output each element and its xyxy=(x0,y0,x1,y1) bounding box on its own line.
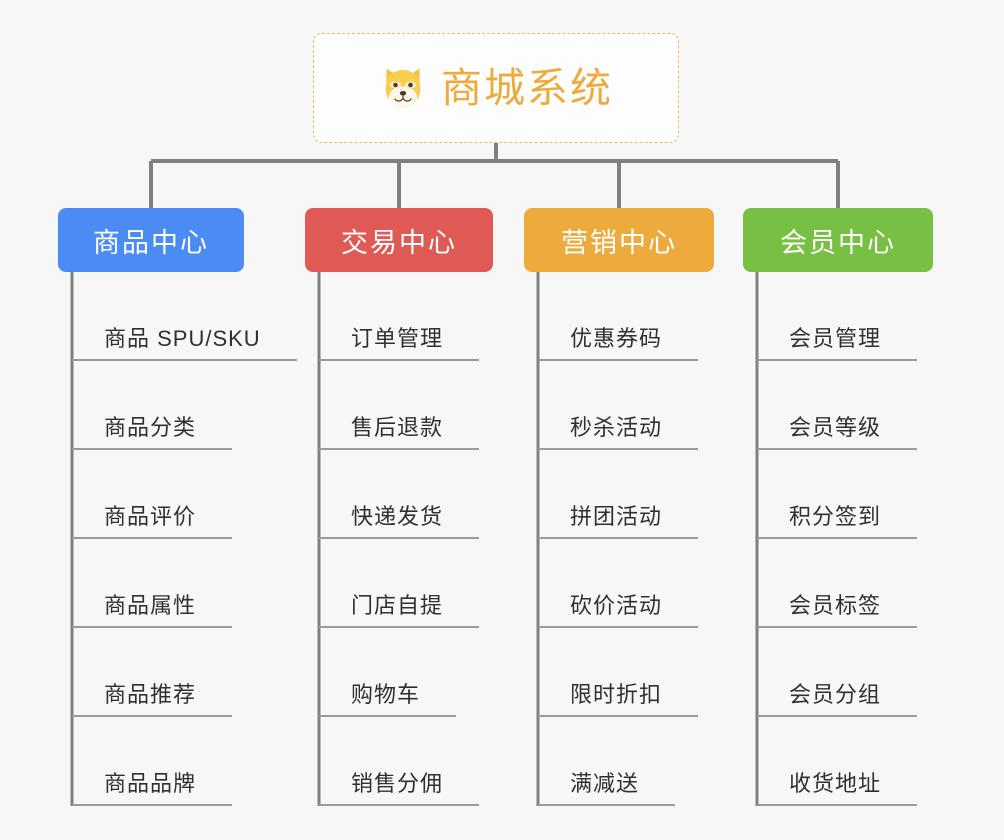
leaf-item-label: 商品分类 xyxy=(72,410,233,450)
leaf-item[interactable]: 砍价活动 xyxy=(524,539,714,628)
leaf-item[interactable]: 快递发货 xyxy=(305,450,493,539)
leaf-item[interactable]: 收货地址 xyxy=(743,717,933,806)
leaf-item[interactable]: 商品属性 xyxy=(58,539,297,628)
category-column: 交易中心 订单管理售后退款快递发货门店自提购物车销售分佣 xyxy=(305,208,493,806)
leaf-item[interactable]: 售后退款 xyxy=(305,361,493,450)
leaf-item-label: 限时折扣 xyxy=(538,677,699,717)
category-column: 会员中心 会员管理会员等级积分签到会员标签会员分组收货地址 xyxy=(743,208,933,806)
category-header-member-center[interactable]: 会员中心 xyxy=(743,208,933,272)
leaf-item-label: 会员管理 xyxy=(757,321,918,361)
shiba-dog-face-icon xyxy=(385,68,421,108)
leaf-item-label: 秒杀活动 xyxy=(538,410,699,450)
leaf-list: 商品 SPU/SKU 商品分类商品评价商品属性商品推荐商品品牌 xyxy=(58,272,297,806)
leaf-item[interactable]: 会员管理 xyxy=(743,272,933,361)
leaf-item[interactable]: 优惠券码 xyxy=(524,272,714,361)
leaf-list: 订单管理售后退款快递发货门店自提购物车销售分佣 xyxy=(305,272,493,806)
leaf-list: 会员管理会员等级积分签到会员标签会员分组收货地址 xyxy=(743,272,933,806)
leaf-item[interactable]: 秒杀活动 xyxy=(524,361,714,450)
leaf-item-label: 销售分佣 xyxy=(319,766,480,806)
leaf-item-label: 快递发货 xyxy=(319,499,480,539)
leaf-list: 优惠券码秒杀活动拼团活动砍价活动限时折扣满减送 xyxy=(524,272,714,806)
leaf-item-label: 商品评价 xyxy=(72,499,233,539)
leaf-item[interactable]: 限时折扣 xyxy=(524,628,714,717)
leaf-item-label: 门店自提 xyxy=(319,588,480,628)
root-title: 商城系统 xyxy=(441,64,613,111)
leaf-item-label: 商品 SPU/SKU xyxy=(72,321,297,361)
leaf-item[interactable]: 商品评价 xyxy=(58,450,297,539)
category-header-product-center[interactable]: 商品中心 xyxy=(58,208,244,272)
leaf-item-label: 购物车 xyxy=(319,677,457,717)
leaf-item[interactable]: 购物车 xyxy=(305,628,493,717)
leaf-item-label: 满减送 xyxy=(538,766,676,806)
leaf-item[interactable]: 拼团活动 xyxy=(524,450,714,539)
category-column: 营销中心 优惠券码秒杀活动拼团活动砍价活动限时折扣满减送 xyxy=(524,208,714,806)
leaf-item[interactable]: 销售分佣 xyxy=(305,717,493,806)
leaf-item-label: 售后退款 xyxy=(319,410,480,450)
leaf-item-label: 商品品牌 xyxy=(72,766,233,806)
category-header-trade-center[interactable]: 交易中心 xyxy=(305,208,493,272)
category-header-marketing-center[interactable]: 营销中心 xyxy=(524,208,714,272)
leaf-item[interactable]: 商品品牌 xyxy=(58,717,297,806)
leaf-item[interactable]: 商品推荐 xyxy=(58,628,297,717)
leaf-item[interactable]: 会员分组 xyxy=(743,628,933,717)
leaf-item[interactable]: 订单管理 xyxy=(305,272,493,361)
leaf-item-label: 收货地址 xyxy=(757,766,918,806)
leaf-item-label: 砍价活动 xyxy=(538,588,699,628)
root-node[interactable]: 商城系统 xyxy=(313,33,679,143)
leaf-item-label: 商品推荐 xyxy=(72,677,233,717)
leaf-item[interactable]: 满减送 xyxy=(524,717,714,806)
leaf-item[interactable]: 积分签到 xyxy=(743,450,933,539)
leaf-item[interactable]: 商品分类 xyxy=(58,361,297,450)
leaf-item[interactable]: 会员等级 xyxy=(743,361,933,450)
leaf-item-label: 会员分组 xyxy=(757,677,918,717)
leaf-item-label: 会员标签 xyxy=(757,588,918,628)
leaf-item-label: 订单管理 xyxy=(319,321,480,361)
leaf-item[interactable]: 商品 SPU/SKU xyxy=(58,272,297,361)
leaf-item-label: 积分签到 xyxy=(757,499,918,539)
leaf-item-label: 拼团活动 xyxy=(538,499,699,539)
leaf-item[interactable]: 门店自提 xyxy=(305,539,493,628)
leaf-item-label: 优惠券码 xyxy=(538,321,699,361)
leaf-item-label: 商品属性 xyxy=(72,588,233,628)
category-column: 商品中心 商品 SPU/SKU 商品分类商品评价商品属性商品推荐商品品牌 xyxy=(58,208,297,806)
leaf-item[interactable]: 会员标签 xyxy=(743,539,933,628)
leaf-item-label: 会员等级 xyxy=(757,410,918,450)
